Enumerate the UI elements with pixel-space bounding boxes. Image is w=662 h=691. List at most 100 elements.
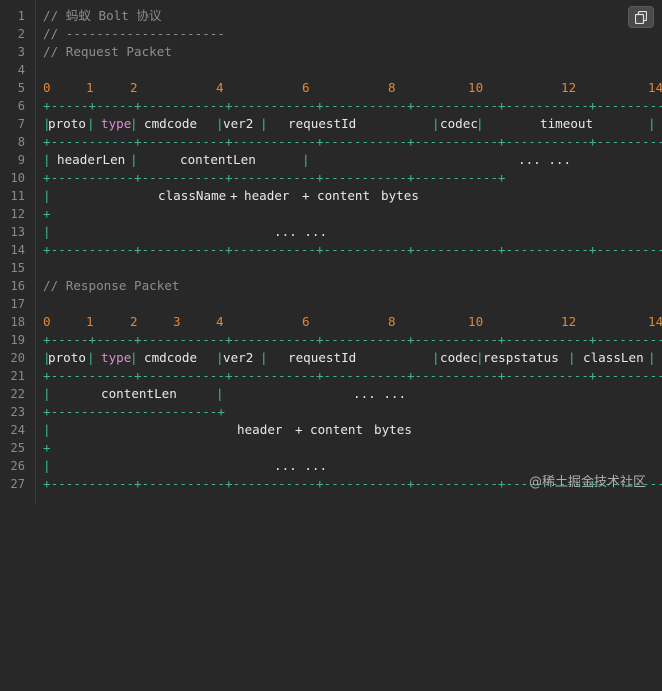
- comment-title: // 蚂蚁 Bolt 协议: [43, 8, 162, 23]
- offset: 4: [216, 80, 224, 95]
- border-line: +----------------------+: [43, 404, 225, 419]
- copy-icon: [635, 10, 647, 24]
- field-cmdcode: cmdcode: [144, 116, 198, 131]
- plus: +: [43, 206, 51, 221]
- line-number: 24: [10, 423, 25, 437]
- offset: 10: [468, 80, 484, 95]
- response-header-row: | proto | type | cmdcode | ver2 | reques…: [43, 350, 656, 365]
- plus: +: [230, 188, 238, 203]
- offset: 12: [561, 314, 577, 329]
- comment-request: // Request Packet: [43, 44, 172, 59]
- field-contentLen: contentLen: [180, 152, 256, 167]
- response-offsets: 0 1 2 3 4 6 8 10 12 14: [43, 313, 662, 331]
- field-className: className: [158, 188, 227, 203]
- line-number: 7: [17, 117, 25, 131]
- request-header-row: | proto | type | cmdcode | ver2 | reques…: [43, 116, 656, 131]
- line-number: 27: [10, 477, 25, 491]
- offset: 3: [173, 314, 181, 329]
- line-number: 19: [10, 333, 25, 347]
- field-timeout: timeout: [540, 116, 594, 131]
- ellipsis: ... ...: [274, 458, 328, 473]
- field-type: type: [101, 116, 132, 131]
- field-bytes: bytes: [381, 188, 419, 203]
- plus: +: [43, 440, 51, 455]
- gutter-separator: [35, 0, 36, 504]
- line-number: 18: [10, 315, 25, 329]
- field-cmdcode: cmdcode: [144, 350, 198, 365]
- field-headerLen: headerLen: [57, 152, 126, 167]
- line-number: 14: [10, 243, 25, 257]
- border-line: +-----------+-----------+-----------+---…: [43, 242, 662, 257]
- comment-divider: // ---------------------: [43, 26, 225, 41]
- response-len-row: | contentLen | ... ...: [43, 386, 407, 401]
- line-number: 3: [17, 45, 25, 59]
- copy-button[interactable]: [628, 6, 654, 28]
- offset: 8: [388, 80, 396, 95]
- line-number: 1: [17, 9, 25, 23]
- offset: 6: [302, 80, 310, 95]
- field-content: content: [310, 422, 364, 437]
- field-proto: proto: [48, 350, 86, 365]
- watermark: @稀土掘金技术社区: [528, 475, 646, 490]
- border-line: +-----------+-----------+-----------+---…: [43, 134, 662, 149]
- code-area: // 蚂蚁 Bolt 协议 // --------------------- /…: [43, 8, 662, 491]
- offset: 1: [86, 314, 94, 329]
- line-number: 11: [10, 189, 25, 203]
- offset: 14: [648, 80, 662, 95]
- offset: 2: [130, 314, 138, 329]
- line-number: 22: [10, 387, 25, 401]
- plus: +: [295, 422, 303, 437]
- offset: 14: [648, 314, 662, 329]
- field-codec: codec: [440, 116, 478, 131]
- offset: 0: [43, 80, 51, 95]
- line-number: 9: [17, 153, 25, 167]
- border-line: +-----------+-----------+-----------+---…: [43, 476, 662, 491]
- ellipsis: ... ...: [353, 386, 407, 401]
- field-header: header: [244, 188, 290, 203]
- line-number: 12: [10, 207, 25, 221]
- line-number: 10: [10, 171, 25, 185]
- field-ver2: ver2: [223, 350, 254, 365]
- border-line: +-----------+-----------+-----------+---…: [43, 368, 662, 383]
- field-requestId: requestId: [288, 116, 357, 131]
- offset: 10: [468, 314, 484, 329]
- field-ver2: ver2: [223, 116, 254, 131]
- offset: 0: [43, 314, 51, 329]
- line-number: 25: [10, 441, 25, 455]
- offset: 6: [302, 314, 310, 329]
- line-number: 13: [10, 225, 25, 239]
- offset: 1: [86, 80, 94, 95]
- field-bytes: bytes: [374, 422, 412, 437]
- line-number: 26: [10, 459, 25, 473]
- line-number: 17: [10, 297, 25, 311]
- line-number: 2: [17, 27, 25, 41]
- offset: 12: [561, 80, 577, 95]
- field-type: type: [101, 350, 132, 365]
- border-line: +-----+-----+-----------+-----------+---…: [43, 98, 662, 113]
- field-contentLen: contentLen: [101, 386, 177, 401]
- offset: 2: [130, 80, 138, 95]
- field-proto: proto: [48, 116, 86, 131]
- line-number: 4: [17, 63, 25, 77]
- comment-response: // Response Packet: [43, 278, 180, 293]
- border-line: +-----+-----+-----------+-----------+---…: [43, 332, 662, 347]
- field-requestId: requestId: [288, 350, 357, 365]
- field-codec: codec: [440, 350, 478, 365]
- line-number: 23: [10, 405, 25, 419]
- line-number: 15: [10, 261, 25, 275]
- request-body-row: | className + header + content bytes: [43, 188, 419, 203]
- line-number: 20: [10, 351, 25, 365]
- field-classLen: classLen: [583, 350, 644, 365]
- field-respstatus: respstatus: [483, 350, 559, 365]
- field-content: content: [317, 188, 371, 203]
- ellipsis: ... ...: [518, 152, 572, 167]
- offset: 8: [388, 314, 396, 329]
- request-len-row: | headerLen | contentLen | ... ...: [43, 152, 572, 167]
- line-number: 21: [10, 369, 25, 383]
- line-number: 6: [17, 99, 25, 113]
- offset: 4: [216, 314, 224, 329]
- response-body-row: | header + content bytes: [43, 422, 412, 437]
- line-number: 8: [17, 135, 25, 149]
